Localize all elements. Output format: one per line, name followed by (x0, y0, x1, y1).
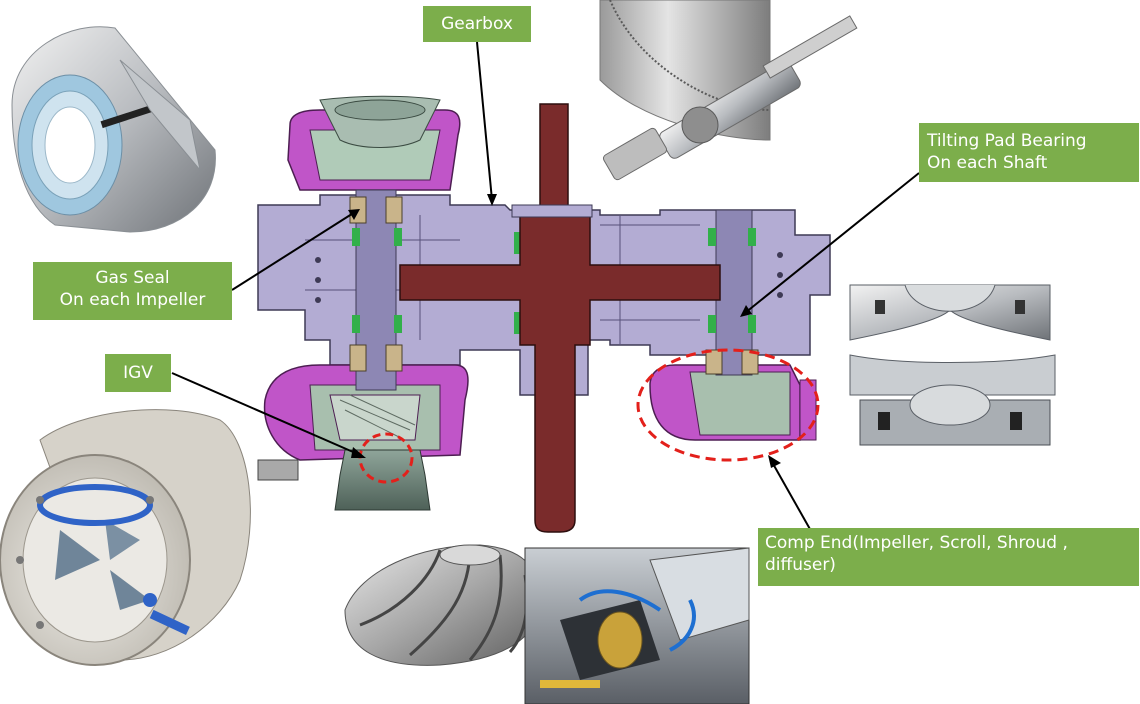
comp-end-label: Comp End(Impeller, Scroll, Shroud , diff… (758, 528, 1139, 586)
tilting-pad-arrow (744, 172, 920, 314)
gas-seal-arrow (231, 211, 356, 291)
comp-end-label-line2: diffuser) (765, 555, 836, 575)
igv-photo (0, 409, 251, 666)
tilting-pad-label-line2: On each Shaft (927, 153, 1048, 173)
gas-seal-photo (11, 26, 216, 233)
comp-end-label-line1: Comp End(Impeller, Scroll, Shroud , (765, 533, 1068, 553)
gas-seal-label: Gas Seal On each Impeller (33, 262, 232, 320)
gas-seal-label-line1: Gas Seal (95, 268, 170, 288)
igv-arrow (171, 372, 361, 456)
pointer-arrows (171, 41, 920, 539)
comp-end-arrow (771, 461, 816, 539)
gear-shaft-photo (599, 0, 858, 181)
gearbox-cross-section (257, 95, 831, 533)
impeller-photo (344, 544, 541, 666)
tilting-pad-bearing-photo (849, 284, 1056, 446)
igv-label: IGV (105, 354, 171, 392)
gearbox-arrow (476, 41, 493, 201)
tilting-pad-label-line1: Tilting Pad Bearing (927, 131, 1087, 151)
igv-label-text: IGV (123, 363, 153, 383)
gearbox-label-text: Gearbox (441, 14, 513, 34)
machining-photo (524, 547, 750, 704)
gas-seal-label-line2: On each Impeller (59, 290, 206, 310)
tilting-pad-bearing-label: Tilting Pad Bearing On each Shaft (919, 123, 1139, 182)
gearbox-label: Gearbox (423, 6, 531, 42)
